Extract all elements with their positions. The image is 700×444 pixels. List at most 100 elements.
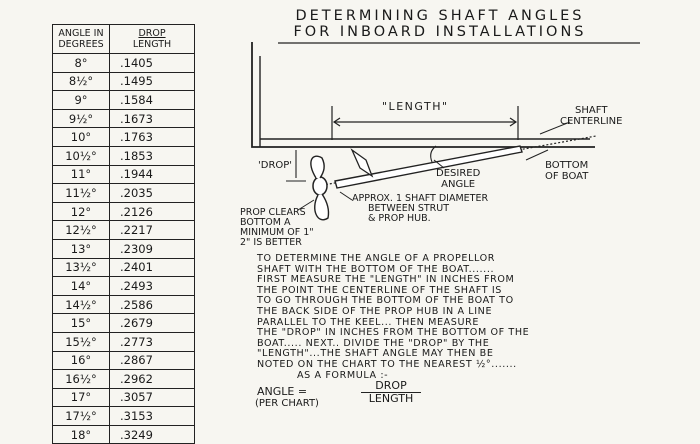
angle-cell: 13½° bbox=[52, 257, 110, 278]
angle-cell: 13° bbox=[52, 238, 110, 259]
length-label: "LENGTH" bbox=[382, 100, 449, 113]
ratio-cell: .2679 bbox=[109, 313, 195, 333]
desired-angle-leader bbox=[433, 159, 445, 169]
table-row: 13°.2309 bbox=[52, 238, 195, 259]
formula-lhs-note: (PER CHART) bbox=[255, 398, 319, 409]
table-row: 15°.2679 bbox=[52, 313, 195, 333]
table-row: 13½°.2401 bbox=[52, 257, 195, 278]
approx-leader bbox=[339, 191, 353, 201]
formula-denominator: LENGTH bbox=[368, 392, 414, 405]
prop-clears-line-1: PROP CLEARS bbox=[240, 207, 306, 218]
shaft-centerline-line-2: CENTERLINE bbox=[560, 116, 623, 127]
ratio-cell: .2773 bbox=[109, 331, 195, 352]
angle-cell: 17½° bbox=[52, 406, 110, 426]
approx-line-2: BETWEEN STRUT bbox=[368, 203, 450, 214]
angle-arc bbox=[430, 145, 437, 163]
title-line-2: FOR INBOARD INSTALLATIONS bbox=[293, 24, 587, 40]
ratio-cell: .1405 bbox=[109, 53, 195, 73]
ratio-cell: .1944 bbox=[109, 164, 195, 185]
approx-line-3: & PROP HUB. bbox=[368, 213, 431, 224]
ratio-cell: .2309 bbox=[109, 238, 195, 259]
ratio-cell: .1495 bbox=[109, 71, 195, 92]
ratio-cell: .3153 bbox=[109, 406, 195, 426]
shaft-centerline-line-1: SHAFT bbox=[575, 105, 608, 116]
col-header-angle: ANGLE IN DEGREES bbox=[52, 24, 110, 54]
table-row: 8°.1405 bbox=[52, 53, 195, 73]
ratio-cell: .3249 bbox=[109, 424, 195, 444]
desired-angle-line-2: ANGLE bbox=[441, 179, 476, 190]
ratio-cell: .2867 bbox=[109, 350, 195, 371]
desired-angle-line-1: DESIRED bbox=[436, 168, 481, 179]
diagram-title: DETERMINING SHAFT ANGLES FOR INBOARD INS… bbox=[240, 8, 640, 40]
strut bbox=[350, 148, 374, 178]
ratio-cell: .2493 bbox=[109, 276, 195, 296]
angle-cell: 9½° bbox=[52, 108, 110, 129]
angle-cell: 8½° bbox=[52, 71, 110, 92]
explanation-line: NOTED ON THE CHART TO THE NEAREST ½°....… bbox=[257, 358, 517, 370]
prop-clears-leader bbox=[297, 199, 315, 211]
explanation-line: FIRST MEASURE THE "LENGTH" IN INCHES FRO… bbox=[257, 274, 515, 286]
explanation-line: THE POINT THE CENTERLINE OF THE SHAFT IS bbox=[257, 284, 502, 296]
angle-cell: 15½° bbox=[52, 331, 110, 352]
angle-cell: 18° bbox=[52, 424, 110, 444]
hull-outline bbox=[251, 42, 595, 148]
ratio-cell: .3057 bbox=[109, 387, 195, 408]
angle-cell: 17° bbox=[52, 387, 110, 408]
bottom-boat-leader bbox=[525, 149, 549, 161]
prop-blade-bottom bbox=[314, 193, 330, 221]
formula-fraction: DROP LENGTH bbox=[361, 380, 421, 405]
col-header-drop: DROP LENGTH bbox=[109, 24, 195, 54]
prop-shaft bbox=[334, 145, 523, 189]
shaft-diagram bbox=[251, 42, 640, 221]
explanation-line: TO DETERMINE THE ANGLE OF A PROPELLOR bbox=[257, 253, 496, 264]
explanation-line: SHAFT WITH THE BOTTOM OF THE BOAT....... bbox=[257, 263, 495, 275]
explanation-line: AS A FORMULA :- bbox=[297, 369, 389, 381]
page: DETERMINING SHAFT ANGLES FOR INBOARD INS… bbox=[52, 8, 640, 444]
table-row: 18°.3249 bbox=[52, 424, 195, 444]
angle-cell: 10° bbox=[52, 127, 110, 147]
drop-label: 'DROP' bbox=[258, 160, 293, 171]
angle-cell: 11½° bbox=[52, 183, 110, 203]
table-row: 16½°.2962 bbox=[52, 369, 195, 389]
explanation-line: BOAT..... NEXT.. DIVIDE THE "DROP" BY TH… bbox=[257, 337, 490, 349]
bottom-of-boat-label: BOTTOM OF BOAT bbox=[545, 160, 588, 182]
col-header-drop-bottom: LENGTH bbox=[132, 39, 172, 50]
col-header-drop-top: DROP bbox=[138, 28, 166, 39]
bottom-of-boat-line-1: BOTTOM bbox=[545, 160, 589, 171]
explanation-line: TO GO THROUGH THE BOTTOM OF THE BOAT TO bbox=[257, 295, 514, 307]
explanation-line: PARALLEL TO THE KEEL... THEN MEASURE bbox=[257, 316, 480, 328]
table-row: 8½°.1495 bbox=[52, 71, 195, 92]
length-arrow-left bbox=[332, 117, 341, 127]
angle-cell: 10½° bbox=[52, 145, 110, 166]
angle-cell: 16½° bbox=[52, 369, 110, 389]
table-row: 17°.3057 bbox=[52, 387, 195, 408]
table-row: 10½°.1853 bbox=[52, 145, 195, 166]
prop-clears-line-3: MINIMUM OF 1" bbox=[240, 227, 314, 238]
length-arrow-right bbox=[509, 117, 518, 127]
table-row: 17½°.3153 bbox=[52, 406, 195, 426]
angle-cell: 14½° bbox=[52, 294, 110, 315]
shaft-centerline-leader bbox=[539, 121, 571, 135]
approx-label: APPROX. 1 SHAFT DIAMETER BETWEEN STRUT &… bbox=[352, 194, 488, 224]
ratio-cell: .2401 bbox=[109, 257, 195, 278]
bottom-of-boat-line-2: OF BOAT bbox=[545, 171, 589, 182]
table-row: 14°.2493 bbox=[52, 276, 195, 296]
shaft-centerline-label: SHAFT CENTERLINE bbox=[560, 105, 622, 127]
explanation-line: "LENGTH"...THE SHAFT ANGLE MAY THEN BE bbox=[257, 348, 494, 360]
angle-cell: 15° bbox=[52, 313, 110, 333]
prop-hub bbox=[312, 176, 328, 196]
ratio-cell: .2586 bbox=[109, 294, 195, 315]
ratio-cell: .2962 bbox=[109, 369, 195, 389]
prop-clears-label: PROP CLEARS BOTTOM A MINIMUM OF 1" 2" IS… bbox=[240, 208, 314, 248]
formula-lhs: ANGLE = bbox=[257, 385, 308, 398]
prop-blade-top bbox=[310, 155, 325, 179]
ratio-cell: .1584 bbox=[109, 90, 195, 110]
approx-line-1: APPROX. 1 SHAFT DIAMETER bbox=[352, 193, 489, 204]
prop-clears-line-2: BOTTOM A bbox=[240, 217, 291, 228]
explanation-line: THE BACK SIDE OF THE PROP HUB IN A LINE bbox=[257, 305, 493, 317]
table-row: 16°.2867 bbox=[52, 350, 195, 371]
table-row: 9°.1584 bbox=[52, 90, 195, 110]
prop-clears-line-4: 2" IS BETTER bbox=[240, 237, 302, 248]
